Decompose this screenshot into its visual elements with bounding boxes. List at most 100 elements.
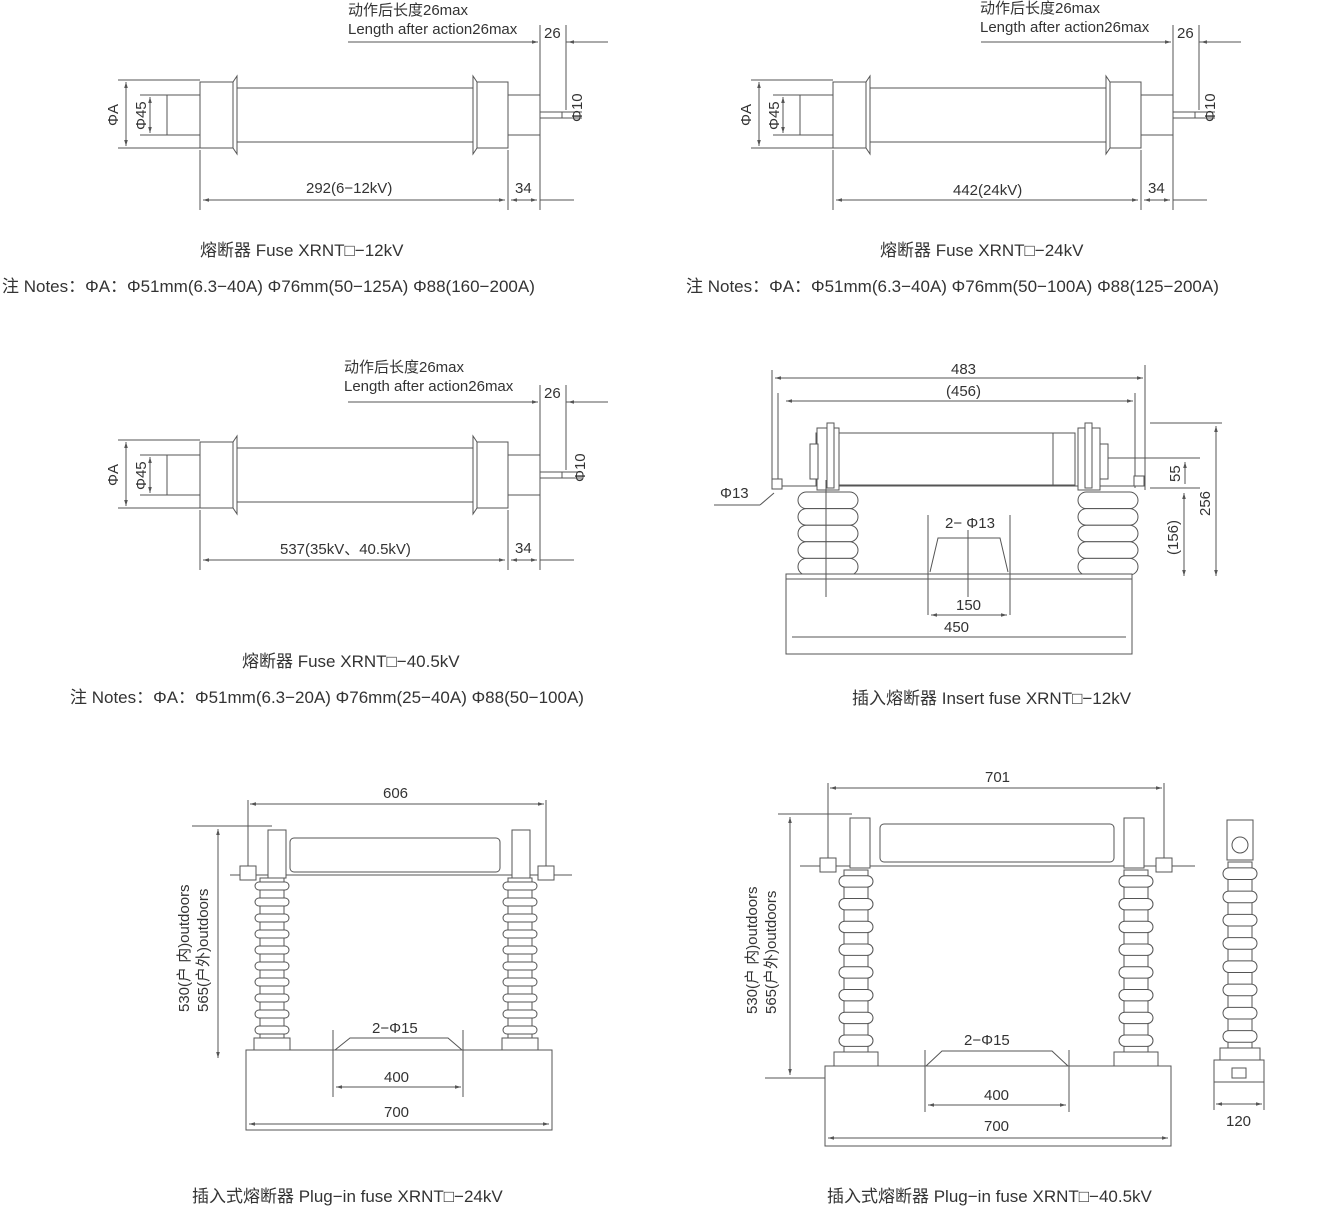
insulator-shed — [1118, 966, 1154, 979]
fuse-24kv-drawing — [751, 25, 1241, 210]
insulator-shed — [502, 961, 538, 971]
insulator-shed — [1077, 508, 1139, 526]
dim-700: 700 — [984, 1118, 1009, 1135]
right-end-cap — [507, 94, 541, 136]
insert-fuse-drawing: Φ13 483 (456) 2− Φ13 150 450 55 256 (156… — [714, 361, 1222, 708]
striker-pin — [1172, 111, 1196, 119]
dim-450: 450 — [944, 619, 969, 636]
insulator-shed — [838, 1034, 874, 1047]
dim-606: 606 — [383, 785, 408, 802]
insulator-shed — [1222, 867, 1258, 880]
insulator-shed — [1118, 1034, 1154, 1047]
caption: 插入式熔断器 Plug−in fuse XRNT□−24kV — [192, 1187, 503, 1206]
after-action-cn: 动作后长度26max — [348, 2, 469, 19]
insulator-shed — [1222, 913, 1258, 927]
dim-400: 400 — [384, 1069, 409, 1086]
insulator-core — [843, 869, 869, 1053]
left-flange — [832, 81, 867, 149]
insulator-shed — [254, 1009, 290, 1019]
insulator-shed — [254, 993, 290, 1003]
insulator-shed — [254, 913, 290, 923]
left-end-cap — [166, 94, 201, 136]
insulator-shed — [797, 508, 859, 526]
insulator-shed — [1118, 875, 1154, 888]
left-flange — [199, 81, 234, 149]
insulator-shed — [1118, 1011, 1154, 1025]
insulator-shed — [1118, 920, 1154, 934]
insulator-shed — [838, 943, 874, 956]
dim-phi10: Φ10 — [1202, 93, 1219, 122]
dim-length: 292(6−12kV) — [306, 180, 392, 197]
insulator-shed — [1222, 890, 1258, 904]
caption: 熔断器 Fuse XRNT□−40.5kV — [242, 652, 460, 671]
dim-150: 150 — [956, 597, 981, 614]
fuse-body — [236, 87, 474, 143]
insulator-shed — [502, 913, 538, 923]
dim-length: 537(35kV、40.5kV) — [280, 541, 411, 558]
insulator-shed — [838, 875, 874, 888]
height-outdoor: 565(户外)outdoors — [195, 889, 212, 1012]
right-flange — [1109, 81, 1142, 149]
insulator-shed — [254, 929, 290, 939]
dim-400: 400 — [984, 1087, 1009, 1104]
insulator-shed — [502, 945, 538, 955]
caption: 熔断器 Fuse XRNT□−12kV — [200, 241, 404, 260]
insulator-shed — [254, 881, 290, 891]
insulator-shed — [1077, 541, 1139, 559]
insulator-shed — [797, 557, 859, 576]
after-action-cn: 动作后长度26max — [980, 0, 1101, 17]
dim-phi10: Φ10 — [572, 453, 589, 482]
insulator-shed — [254, 897, 290, 907]
after-action-cn: 动作后长度26max — [344, 359, 465, 376]
dim-phi45: Φ45 — [133, 461, 150, 490]
dim-701: 701 — [985, 769, 1010, 786]
right-end-cap — [507, 454, 541, 496]
dim-phi-a: ΦA — [738, 104, 755, 126]
insulator-shed — [1077, 491, 1139, 510]
insulator-shed — [502, 977, 538, 987]
insulator-shed — [254, 945, 290, 955]
insulator-shed — [838, 897, 874, 911]
dim-26: 26 — [544, 385, 561, 402]
fuse-12kv-drawing — [118, 25, 608, 210]
insulator-shed — [1222, 960, 1258, 973]
insulator-shed — [254, 977, 290, 987]
insulator-shed — [1118, 943, 1154, 956]
insulator-base — [833, 1051, 879, 1067]
dim-holes: 2−Φ15 — [964, 1032, 1010, 1049]
insulator-shed — [502, 897, 538, 907]
right-flare — [472, 434, 478, 516]
insulator-shed — [502, 881, 538, 891]
fuse-body — [236, 447, 474, 503]
notes: 注 Notes：ΦA：Φ51mm(6.3−40A) Φ76mm(50−125A)… — [2, 277, 535, 296]
insulator-shed — [1222, 1030, 1258, 1043]
dim-55: 55 — [1167, 465, 1184, 482]
insulator-shed — [1222, 937, 1258, 950]
fuse-40kv-labels: 动作后长度26max Length after action26max 26 Φ… — [70, 359, 589, 707]
insulator-shed — [838, 1011, 874, 1025]
insulator-shed — [254, 961, 290, 971]
insulator-core — [1123, 869, 1149, 1053]
insulator-shed — [502, 993, 538, 1003]
insulator-shed — [797, 524, 859, 543]
dim-phi10: Φ10 — [569, 93, 586, 122]
notes: 注 Notes：ΦA：Φ51mm(6.3−20A) Φ76mm(25−40A) … — [70, 688, 584, 707]
right-flange — [476, 81, 509, 149]
after-action-en: Length after action26max — [980, 19, 1150, 36]
height-indoor: 530(户 内)outdoors — [176, 884, 193, 1012]
plugin-fuse-40kv-drawing: 701 530(户 内)outdoors 565(户外)outdoors 2−Φ… — [744, 769, 1265, 1206]
notes: 注 Notes：ΦA：Φ51mm(6.3−40A) Φ76mm(50−100A)… — [686, 277, 1219, 296]
after-action-en: Length after action26max — [344, 378, 514, 395]
right-flare — [472, 74, 478, 156]
insulator-shed — [1222, 1006, 1258, 1020]
insulator-shed — [838, 966, 874, 979]
dim-700: 700 — [384, 1104, 409, 1121]
dim-phi13: Φ13 — [720, 485, 749, 502]
fuse-body — [869, 87, 1107, 143]
striker-pin — [539, 111, 563, 119]
insulator-shed — [797, 491, 859, 510]
dim-34: 34 — [515, 540, 532, 557]
fuse-24kv-labels: 动作后长度26max Length after action26max 26 Φ… — [686, 0, 1219, 296]
insulator-shed — [502, 1009, 538, 1019]
